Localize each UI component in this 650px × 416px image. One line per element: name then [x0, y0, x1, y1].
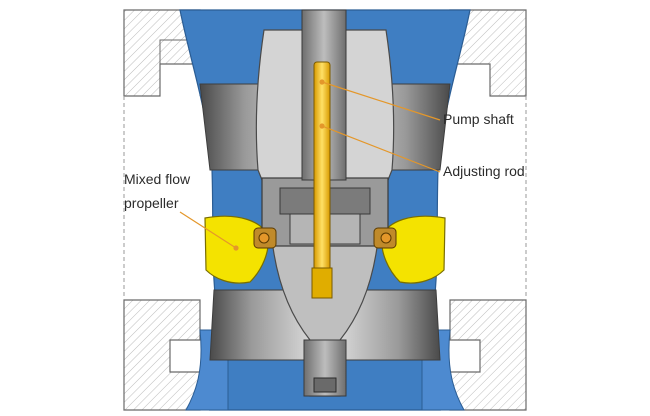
adjusting-rod — [313, 61, 331, 295]
leader-lines — [179, 81, 441, 249]
propeller-blade-right — [381, 215, 446, 284]
label-mixed-flow-line2: propeller — [124, 195, 179, 211]
label-pump-shaft: Pump shaft — [443, 111, 514, 127]
label-adjusting-rod: Adjusting rod — [443, 163, 525, 179]
blade-pivot-right — [373, 227, 397, 249]
outer-casing — [123, 9, 527, 411]
blade-pivot-left — [253, 227, 277, 249]
label-mixed-flow-line1: Mixed flow — [124, 171, 191, 187]
